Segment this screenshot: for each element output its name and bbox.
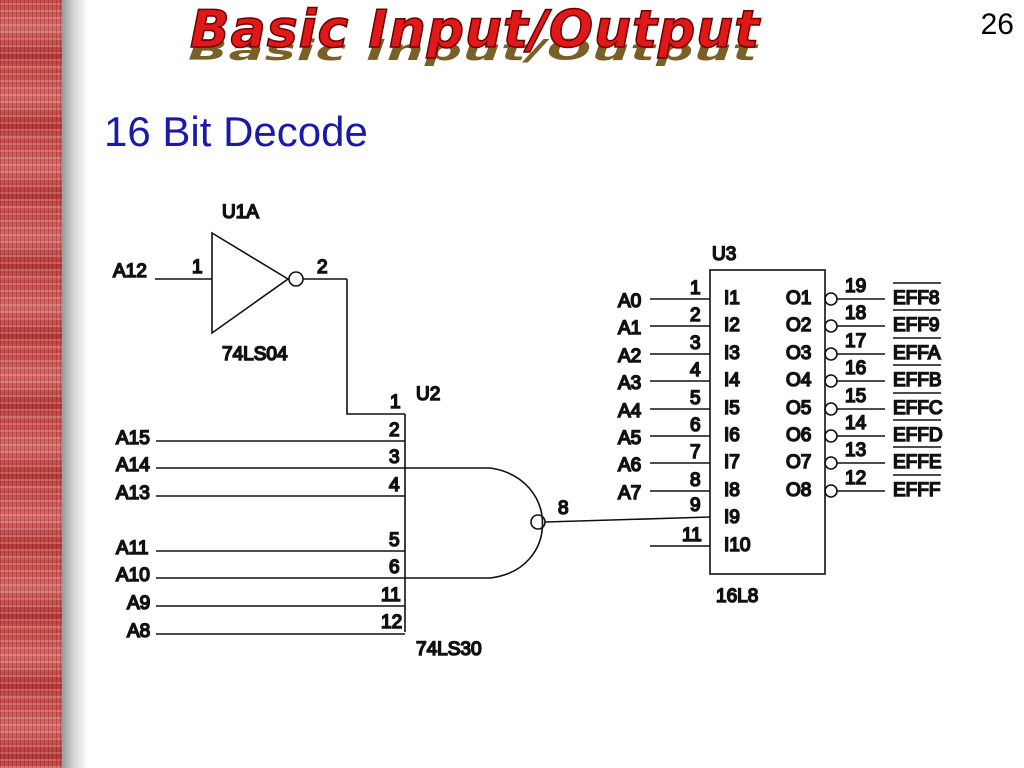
- pld-input-pin-7: 7: [690, 442, 701, 463]
- inverter-input-signal: A12: [113, 261, 147, 282]
- pld-output-name-o7: O7: [786, 452, 811, 473]
- pld-output-signal-effe: EFFE: [893, 452, 942, 473]
- pld-output-bubble-6: [824, 429, 838, 443]
- nand-part-label: 74LS30: [416, 639, 482, 660]
- pld-input-name-i9: I9: [724, 507, 740, 528]
- nand-input-signal-a15: A15: [116, 428, 150, 449]
- inverter-body: [211, 231, 290, 335]
- side-strip-shadow: [62, 0, 88, 768]
- slide-title: Basic Input/Output Basic Input/Output: [180, 0, 760, 100]
- nand-input-pin-a9: 11: [381, 585, 401, 606]
- pld-output-name-o3: O3: [786, 343, 811, 364]
- slide-title-text: Basic Input/Output: [189, 0, 761, 61]
- pld-output-pin-12: 12: [845, 468, 866, 489]
- inverter-bubble: [288, 271, 304, 287]
- pld-output-name-o5: O5: [786, 398, 811, 419]
- pld-output-pin-19: 19: [845, 276, 866, 297]
- nand-input-pin-a14: 3: [389, 447, 400, 468]
- nand-pin-1: 1: [390, 392, 401, 413]
- nand-input-signal-a11: A11: [116, 538, 148, 559]
- pld-output-name-o2: O2: [786, 315, 811, 336]
- nand-input-signal-a13: A13: [116, 483, 150, 504]
- pld-output-signal-eff8: EFF8: [893, 288, 939, 309]
- nand-input-signal-a8: A8: [127, 621, 150, 642]
- slide-title-shadow: Basic Input/Output: [188, 34, 759, 67]
- pld-input-signal-a2: A2: [618, 346, 641, 367]
- pld-input-pin-6: 6: [690, 415, 701, 436]
- pld-output-bubble-1: [824, 292, 838, 306]
- decorative-side-strip: [0, 0, 62, 768]
- pld-output-bubble-2: [824, 319, 838, 333]
- pld-ref-label: U3: [712, 244, 736, 265]
- pld-output-pin-14: 14: [845, 413, 867, 434]
- pld-output-signal-effd: EFFD: [893, 425, 943, 446]
- pld-input-pin-1: 1: [690, 278, 701, 299]
- pld-output-pin-15: 15: [845, 386, 866, 407]
- nand-input-signal-a9: A9: [127, 593, 150, 614]
- pld-input-pin-3: 3: [690, 333, 701, 354]
- pld-input-pin-2: 2: [690, 305, 701, 326]
- pld-input-name-i5: I5: [724, 398, 740, 419]
- inverter-input-pin: 1: [192, 257, 203, 278]
- pld-output-pin-18: 18: [845, 303, 866, 324]
- pld-output-signal-effa: EFFA: [893, 343, 941, 364]
- pld-output-bubble-7: [824, 456, 838, 470]
- pld-output-pin-13: 13: [845, 440, 866, 461]
- pld-output-signal-effc: EFFC: [893, 398, 943, 419]
- pld-output-name-o4: O4: [786, 370, 812, 391]
- inverter-to-nand-wire: [346, 279, 405, 415]
- pld-part-label: 16L8: [716, 586, 758, 607]
- pld-output-pin-16: 16: [845, 358, 866, 379]
- nand-input-signal-a10: A10: [116, 565, 150, 586]
- pld-input-name-i4: I4: [724, 370, 740, 391]
- pld-input-name-i8: I8: [724, 480, 740, 501]
- nand-output-pin: 8: [558, 498, 569, 519]
- pld-output-signal-efff: EFFF: [893, 480, 941, 501]
- pld-body: [709, 269, 826, 575]
- pld-input-signal-a4: A4: [618, 401, 642, 422]
- pld-output-bubble-3: [824, 347, 838, 361]
- pld-input-name-i6: I6: [724, 425, 740, 446]
- nand-ref-label: U2: [416, 384, 440, 405]
- pld-input-signal-a3: A3: [618, 373, 641, 394]
- pld-input-name-i1: I1: [724, 288, 740, 309]
- pld-input-name-i2: I2: [724, 315, 740, 336]
- pld-output-bubble-4: [824, 374, 838, 388]
- pld-output-name-o8: O8: [786, 480, 811, 501]
- pld-input-pin-8: 8: [690, 470, 701, 491]
- pld-input-signal-a6: A6: [618, 455, 641, 476]
- pld-output-bubble-8: [824, 484, 838, 498]
- pld-input-pin-9: 9: [690, 495, 701, 516]
- pld-input-signal-a7: A7: [618, 483, 641, 504]
- nand-input-pin-a10: 6: [389, 557, 400, 578]
- pld-input-pin-11: 11: [682, 525, 702, 546]
- pld-input-pin-4: 4: [690, 360, 701, 381]
- pld-output-signal-eff9: EFF9: [893, 315, 939, 336]
- nand-to-pld-wire: [544, 516, 711, 523]
- nand-input-pin-a13: 4: [389, 475, 400, 496]
- slide-subtitle: 16 Bit Decode: [104, 108, 368, 155]
- pld-input-pin-5: 5: [690, 388, 701, 409]
- pld-output-bubble-5: [824, 402, 838, 416]
- pld-output-pin-17: 17: [845, 331, 866, 352]
- pld-input-name-i7: I7: [724, 452, 740, 473]
- nand-gate-body: [405, 467, 544, 579]
- pld-output-signal-effb: EFFB: [893, 370, 942, 391]
- nand-input-pin-a8: 12: [381, 612, 402, 633]
- pld-output-name-o1: O1: [786, 288, 811, 309]
- inverter-output-pin: 2: [317, 257, 328, 278]
- pld-input-name-i3: I3: [724, 343, 740, 364]
- nand-input-pin-a15: 2: [389, 420, 400, 441]
- pld-input-name-i10: I10: [724, 535, 750, 556]
- inverter-part-label: 74LS04: [222, 344, 288, 365]
- pld-input-signal-a1: A1: [618, 318, 641, 339]
- inverter-ref-label: U1A: [222, 202, 259, 223]
- pld-input-signal-a5: A5: [618, 428, 641, 449]
- nand-input-signal-a14: A14: [116, 455, 150, 476]
- pld-input-signal-a0: A0: [618, 291, 641, 312]
- pld-output-name-o6: O6: [786, 425, 811, 446]
- slide-number: 26: [980, 8, 1014, 41]
- nand-input-pin-a11: 5: [389, 530, 400, 551]
